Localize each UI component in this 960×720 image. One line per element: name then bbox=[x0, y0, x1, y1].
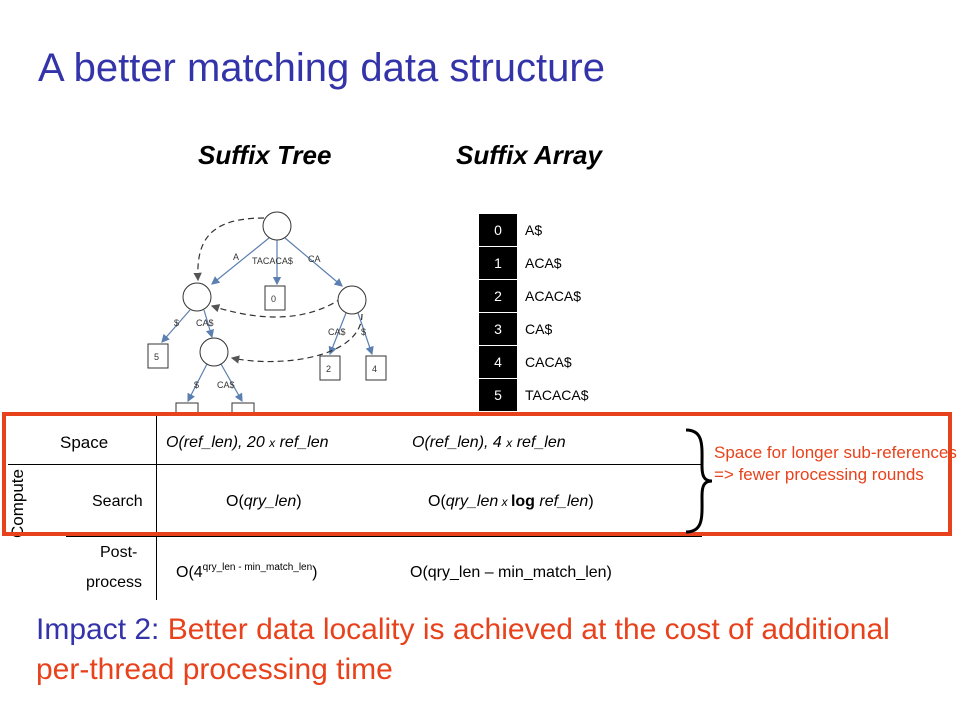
space-array-cell: O(ref_len), 4 x ref_len bbox=[412, 434, 566, 452]
brace-icon bbox=[685, 428, 713, 534]
suffix-array-row: 3 CA$ bbox=[479, 312, 645, 346]
tree-edge bbox=[187, 363, 208, 403]
suffix-index: 4 bbox=[479, 345, 517, 379]
suffix-tree-heading: Suffix Tree bbox=[198, 140, 332, 170]
post-process-label: Post- bbox=[100, 544, 138, 561]
tree-edge bbox=[284, 237, 343, 287]
suffix-array-row: 0 A$ bbox=[479, 214, 645, 247]
cell-text: ref_len bbox=[534, 493, 589, 510]
cell-text: ) bbox=[296, 493, 302, 510]
post-process-label: process bbox=[86, 574, 143, 591]
tree-leaf bbox=[147, 343, 169, 369]
edge-label: CA$ bbox=[217, 380, 235, 390]
tree-leaf bbox=[264, 285, 286, 311]
edge-label: TACACA$ bbox=[252, 256, 293, 266]
edge-label: $ bbox=[194, 380, 199, 390]
cell-text: O( bbox=[226, 493, 244, 510]
suffix-link bbox=[230, 313, 363, 364]
cell-text: ref_len bbox=[275, 434, 329, 451]
tree-edge bbox=[211, 237, 270, 285]
tree-edge bbox=[220, 363, 243, 403]
highlight-box bbox=[2, 412, 952, 536]
tree-edge bbox=[328, 312, 347, 356]
leaf-label: 2 bbox=[326, 364, 331, 374]
suffix-index: 5 bbox=[479, 378, 517, 412]
impact-prefix: Impact 2: bbox=[36, 613, 168, 646]
search-array-cell: O(qry_len x log ref_len) bbox=[428, 493, 594, 511]
tree-node-ca bbox=[337, 285, 367, 315]
suffix-value: CACA$ bbox=[525, 354, 572, 370]
impact-statement: Impact 2: Better data locality is achiev… bbox=[36, 610, 936, 690]
leaf-label: 4 bbox=[372, 364, 377, 374]
suffix-value: TACACA$ bbox=[525, 387, 589, 403]
cell-text: x bbox=[269, 436, 276, 450]
cell-text: x bbox=[506, 436, 513, 450]
space-note: Space for longer sub-references => fewer… bbox=[714, 443, 957, 484]
suffix-array-row: 4 CACA$ bbox=[479, 345, 645, 379]
suffix-array-row: 5 TACACA$ bbox=[479, 378, 645, 412]
tree-node-aca bbox=[199, 337, 229, 367]
slide-title: A better matching data structure bbox=[38, 46, 605, 90]
suffix-array-row: 2 ACACA$ bbox=[479, 279, 645, 313]
cell-text: O(4 bbox=[176, 564, 203, 581]
edge-label: CA bbox=[308, 254, 321, 264]
tree-leaf bbox=[365, 355, 387, 381]
suffix-index: 0 bbox=[479, 214, 517, 247]
leaf-label: 5 bbox=[154, 352, 159, 362]
edge-label: A bbox=[233, 252, 239, 262]
exponent: qry_len - min_match_len bbox=[202, 562, 313, 573]
cell-text: qry_len bbox=[243, 493, 297, 510]
table-divider bbox=[66, 536, 702, 537]
space-tree-cell: O(ref_len), 20 x ref_len bbox=[166, 434, 329, 452]
suffix-index: 1 bbox=[479, 246, 517, 280]
edge-label: CA$ bbox=[196, 318, 214, 328]
leaf-label: 0 bbox=[271, 294, 276, 304]
suffix-value: A$ bbox=[525, 222, 543, 239]
post-array-cell: O(qry_len – min_match_len) bbox=[410, 564, 612, 581]
post-tree-cell: O(4qry_len - min_match_len) bbox=[176, 562, 318, 582]
tree-root-node bbox=[262, 211, 292, 241]
tree-leaf bbox=[319, 355, 341, 381]
suffix-value: ACA$ bbox=[525, 255, 562, 271]
edge-label: $ bbox=[174, 318, 179, 328]
suffix-value: ACACA$ bbox=[525, 288, 582, 304]
suffix-value: CA$ bbox=[525, 321, 553, 337]
table-divider bbox=[8, 464, 702, 465]
suffix-index: 2 bbox=[479, 279, 517, 313]
space-row-label: Space bbox=[60, 433, 109, 452]
cell-text: ref_len bbox=[512, 434, 566, 451]
impact-highlight: Better data locality is achieved at the … bbox=[36, 613, 890, 686]
suffix-tree-diagram: 0 5 2 4 A TACACA$ CA $ CA$ CA$ $ $ CA$ bbox=[147, 211, 387, 416]
cell-text: qry_len bbox=[445, 493, 499, 510]
cell-text: log bbox=[510, 493, 535, 510]
suffix-index: 3 bbox=[479, 312, 517, 346]
tree-edge bbox=[161, 309, 191, 343]
cell-text: ) bbox=[588, 493, 594, 510]
search-tree-cell: O(qry_len) bbox=[226, 493, 302, 511]
suffix-array-row: 1 ACA$ bbox=[479, 246, 645, 280]
table-divider bbox=[156, 416, 157, 600]
suffix-array-table: 0 A$ 1 ACA$ 2 ACACA$ 3 CA$ 4 CACA$ 5 TAC… bbox=[479, 214, 645, 412]
search-row-label: Search bbox=[92, 493, 143, 510]
tree-node-a bbox=[182, 282, 212, 312]
cell-text: x bbox=[498, 495, 511, 509]
edge-label: $ bbox=[361, 327, 366, 337]
tree-edge bbox=[203, 309, 214, 339]
cell-text: O(ref_len), 20 bbox=[166, 434, 270, 451]
suffix-array-heading: Suffix Array bbox=[456, 140, 602, 170]
cell-text: O( bbox=[428, 493, 446, 510]
tree-edge bbox=[357, 312, 374, 356]
suffix-link bbox=[210, 297, 343, 318]
cell-text: ) bbox=[312, 564, 318, 581]
cell-text: O(ref_len), 4 bbox=[412, 434, 507, 451]
suffix-link bbox=[193, 217, 265, 282]
edge-label: CA$ bbox=[328, 327, 346, 337]
